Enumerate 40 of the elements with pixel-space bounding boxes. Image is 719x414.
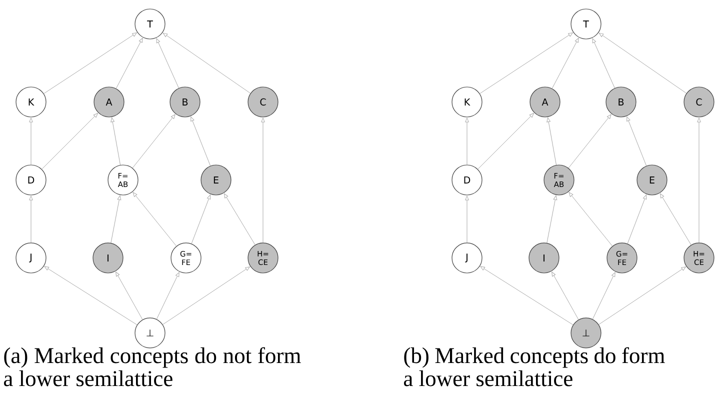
arrow <box>156 38 179 88</box>
arrow <box>660 193 692 246</box>
arrow <box>190 116 211 166</box>
arrow <box>191 194 211 244</box>
arrow <box>480 32 573 94</box>
arrow <box>465 196 469 243</box>
arrow <box>552 38 579 89</box>
arrow <box>162 32 251 94</box>
arrow <box>110 117 121 166</box>
arrow <box>44 266 138 326</box>
arrow <box>162 266 250 325</box>
arrow <box>546 117 557 166</box>
arrow <box>592 38 615 88</box>
arrow <box>465 118 469 165</box>
arrow <box>156 272 180 320</box>
arrow <box>116 272 143 320</box>
arrow <box>29 118 33 165</box>
arrow <box>627 194 647 244</box>
arrow <box>546 195 558 244</box>
arrow <box>42 113 98 170</box>
arrow <box>110 195 122 244</box>
arrow <box>568 114 612 168</box>
arrow <box>592 272 616 320</box>
arrow <box>598 32 687 94</box>
arrow <box>224 193 256 246</box>
arrow <box>480 266 574 326</box>
arrow <box>116 38 143 89</box>
caption: (a) Marked concepts do not form a lower semilattice <box>4 347 301 386</box>
arrow <box>29 196 33 243</box>
arrow <box>552 272 579 320</box>
caption: (b) Marked concepts do form a lower semilattice <box>404 347 665 386</box>
arrow <box>261 118 265 243</box>
arrow <box>132 192 177 246</box>
arrow <box>132 114 176 168</box>
arrow <box>478 113 534 170</box>
arrow <box>697 118 701 243</box>
arrow <box>626 116 647 166</box>
arrow <box>598 266 686 325</box>
arrow <box>568 192 613 246</box>
arrow <box>44 32 137 94</box>
